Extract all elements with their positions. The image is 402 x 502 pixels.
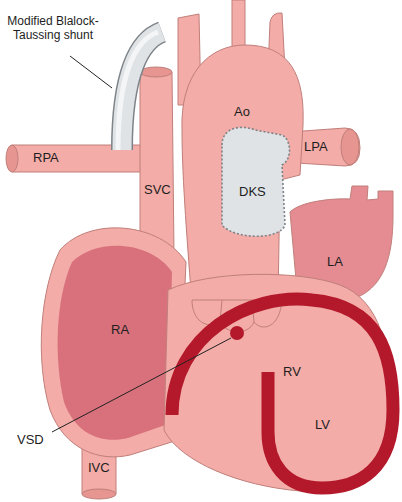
structure-label: LV: [315, 417, 330, 433]
callout-label: Modified Blalock-Taussing shunt: [3, 14, 103, 43]
structure-label: LA: [327, 254, 343, 270]
structure-label: RV: [283, 364, 301, 380]
structure-label: Ao: [234, 104, 250, 120]
structure-label: LPA: [304, 139, 328, 155]
structure-label: VSD: [17, 432, 44, 448]
structure-label: IVC: [88, 460, 110, 476]
structure-label: SVC: [144, 182, 171, 198]
structure-label: RA: [111, 322, 129, 338]
structure-label: DKS: [239, 184, 266, 200]
structure-label: RPA: [33, 150, 59, 166]
